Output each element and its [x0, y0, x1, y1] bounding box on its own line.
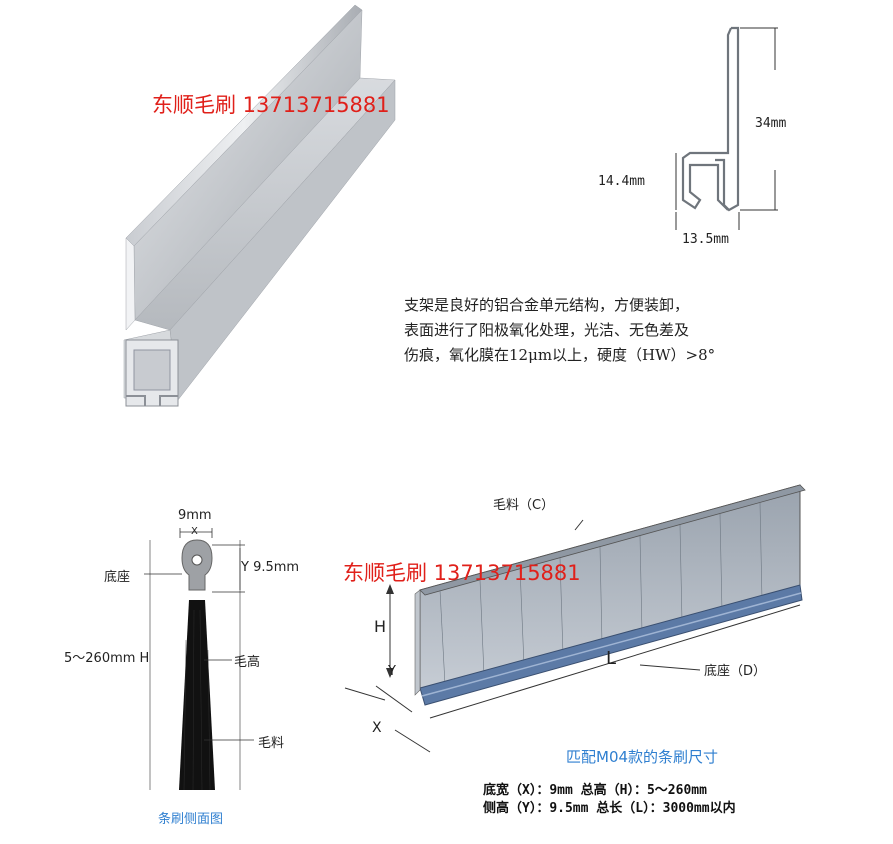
description-text: 支架是良好的铝合金单元结构，方便装卸， 表面进行了阳极氧化处理，光洁、无色差及 …	[404, 293, 715, 368]
description-line-2: 表面进行了阳极氧化处理，光洁、无色差及	[404, 321, 690, 339]
perspective-y-marker: Y	[388, 664, 396, 679]
perspective-brush-drawing	[344, 484, 806, 753]
watermark-bottom: 东顺毛刷 13713715881	[343, 561, 581, 585]
side-base-label: 底座	[104, 570, 131, 585]
profile-inner-height-label: 14.4mm	[598, 174, 645, 189]
side-height-label: 5～260mm H	[64, 651, 150, 666]
perspective-title: 匹配M04款的条刷尺寸	[566, 748, 719, 766]
profile-width-label: 13.5mm	[682, 232, 729, 247]
perspective-bristle-label: 毛料（C）	[493, 498, 555, 513]
description-line-1: 支架是良好的铝合金单元结构，方便装卸，	[404, 296, 690, 314]
specs-row-2: 侧高（Y）：9.5mm 总长（L）：3000mm以内	[483, 801, 736, 816]
side-width-label: 9mm	[178, 508, 212, 523]
side-view-drawing	[144, 528, 254, 791]
description-line-3: 伤痕，氧化膜在12μm以上，硬度（HW）>8°	[404, 346, 716, 364]
perspective-l-marker: L	[606, 648, 617, 669]
profile-height-label: 34mm	[755, 116, 787, 131]
perspective-x-marker: X	[372, 720, 382, 736]
watermark-top: 东顺毛刷 13713715881	[152, 93, 390, 117]
specs-row-1: 底宽（X）：9mm 总高（H）：5～260mm	[483, 783, 707, 798]
side-bristle-height-label: 毛高	[234, 655, 261, 670]
side-x-marker: X	[191, 526, 198, 537]
side-view-caption: 条刷侧面图	[158, 812, 224, 827]
side-y-label: Y 9.5mm	[241, 560, 300, 575]
profile-cross-section	[681, 26, 740, 212]
perspective-base-label: 底座（D）	[704, 664, 767, 679]
dimension-lines	[675, 27, 778, 230]
perspective-h-marker: H	[374, 617, 387, 636]
side-bristle-label: 毛料	[258, 736, 285, 751]
